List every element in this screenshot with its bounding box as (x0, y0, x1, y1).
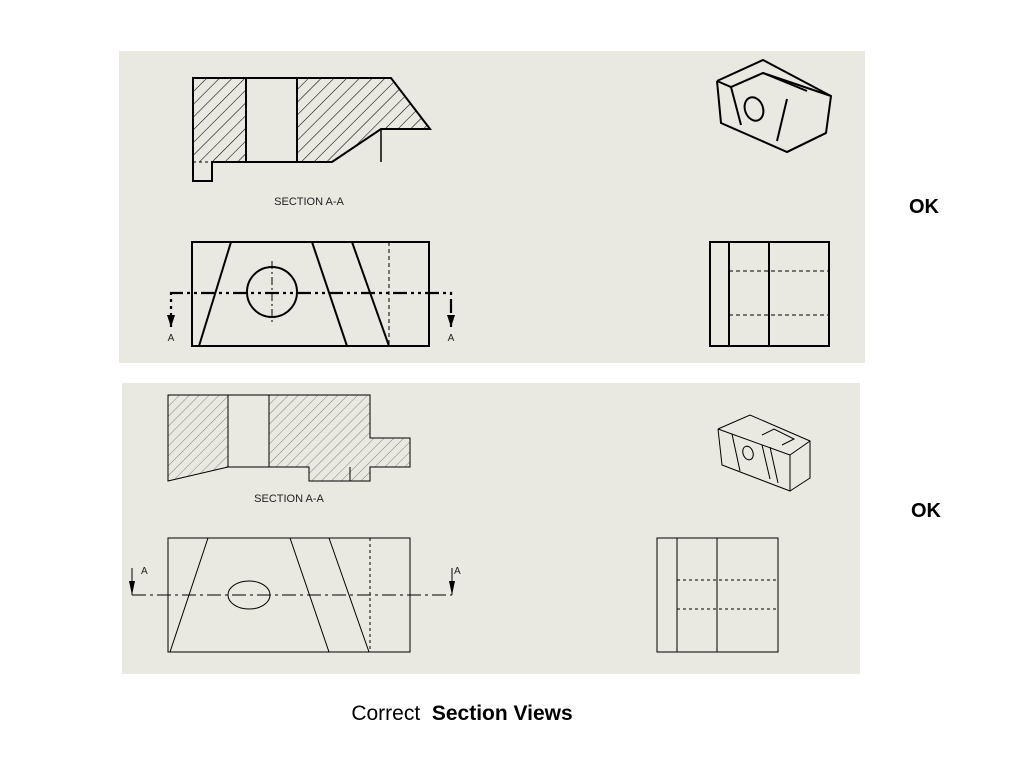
front-view (169, 241, 453, 347)
drawing-panel-2: SECTION A-A A A (122, 383, 860, 674)
cut-label-right: A (448, 333, 455, 344)
section-label: SECTION A-A (274, 196, 344, 208)
caption-prefix: Correct (351, 702, 421, 725)
isometric-view (716, 58, 833, 154)
drawing-panel-1: SECTION A-A A A (119, 51, 865, 363)
cut-label-left: A (141, 566, 148, 577)
section-label: SECTION A-A (254, 493, 324, 505)
cutting-plane-arrows (129, 581, 455, 595)
drawing-sheet-2: SECTION A-A A A (129, 394, 811, 653)
cut-label-left: A (168, 333, 175, 344)
caption-emphasis: Section Views (431, 702, 573, 725)
section-view (167, 394, 411, 482)
side-view (709, 241, 830, 347)
side-view (656, 537, 779, 653)
drawing-sheet-1: SECTION A-A A A (167, 58, 833, 347)
status-ok-2: OK (911, 500, 941, 522)
isometric-view (717, 414, 811, 492)
section-view (192, 77, 433, 182)
cut-label-right: A (454, 566, 461, 577)
cutting-plane-arrows (167, 315, 455, 327)
front-view (131, 537, 453, 653)
status-ok-1: OK (909, 196, 939, 218)
slide-caption: Correct Section Views (0, 702, 924, 726)
